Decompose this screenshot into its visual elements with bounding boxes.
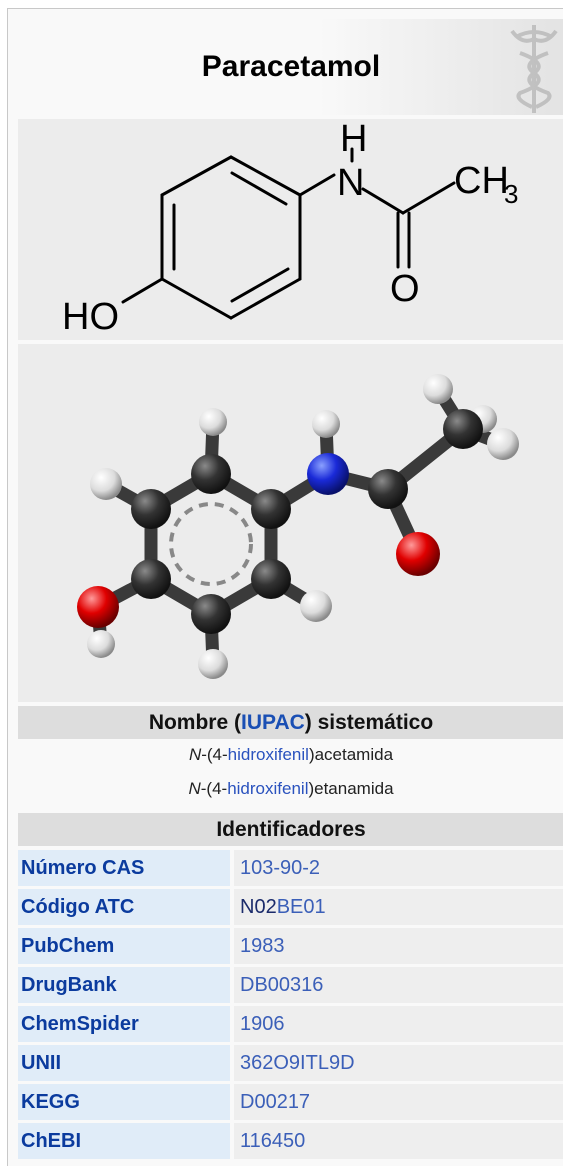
drug-name: Paracetamol (201, 50, 381, 83)
table-row: KEGG D00217 (18, 1084, 563, 1120)
n-atom-label: N (337, 162, 364, 204)
table-row: PubChem 1983 (18, 928, 563, 964)
hidroxifenil-link[interactable]: hidroxifenil (227, 779, 309, 798)
caduceus-icon (510, 25, 558, 113)
table-row: ChEBI 116450 (18, 1123, 563, 1159)
skeletal-formula: H N CH 3 O HO (62, 118, 518, 338)
name-italic-n: N (188, 779, 201, 798)
table-row: ChemSpider 1906 (18, 1006, 563, 1042)
iupac-name-header: Nombre ( IUPAC ) sistemático (18, 706, 563, 739)
h-atom-label: H (340, 119, 367, 160)
identifier-label[interactable]: ChEBI (18, 1123, 230, 1159)
ball-and-stick-model (77, 374, 519, 679)
identifier-label[interactable]: ChemSpider (18, 1006, 230, 1042)
kegg-link[interactable]: D00217 (240, 1090, 311, 1113)
identifier-value[interactable]: 116450 (234, 1123, 563, 1159)
identifier-value[interactable]: 362O9ITL9D (234, 1045, 563, 1081)
identifier-value[interactable]: 1983 (234, 928, 563, 964)
name-pre: -(4- (200, 779, 228, 798)
identifier-label[interactable]: KEGG (18, 1084, 230, 1120)
cas-number-link[interactable]: 103-90-2 (240, 856, 321, 879)
name-post: )etanamida (308, 779, 394, 798)
identifier-value[interactable]: D00217 (234, 1084, 563, 1120)
structure-2d-diagram[interactable]: H N CH 3 O HO (18, 118, 563, 340)
structure-3d-model[interactable] (18, 344, 563, 702)
identifier-value[interactable]: DB00316 (234, 967, 563, 1003)
table-row: Número CAS 103-90-2 (18, 850, 563, 886)
name-post: )acetamida (308, 745, 394, 764)
o-atom-label: O (390, 268, 420, 310)
drugbank-link[interactable]: DB00316 (240, 973, 324, 996)
iupac-link[interactable]: IUPAC (241, 710, 305, 734)
identifier-value[interactable]: 1906 (234, 1006, 563, 1042)
pubchem-link[interactable]: 1983 (240, 934, 285, 957)
identifier-label[interactable]: PubChem (18, 928, 230, 964)
hidroxifenil-link[interactable]: hidroxifenil (227, 745, 309, 764)
ho-group-label: HO (62, 296, 119, 338)
identifier-value[interactable]: 103-90-2 (234, 850, 563, 886)
identifier-label[interactable]: UNII (18, 1045, 230, 1081)
name-pre: -(4- (201, 745, 228, 764)
identifiers-header-label: Identificadores (216, 817, 366, 841)
table-row: UNII 362O9ITL9D (18, 1045, 563, 1081)
drug-infobox: Paracetamol (7, 8, 563, 1166)
iupac-header-suffix: ) sistemático (304, 710, 434, 734)
chemspider-link[interactable]: 1906 (240, 1012, 285, 1035)
unii-link[interactable]: 362O9ITL9D (240, 1051, 355, 1074)
iupac-name-1: N-(4-hidroxifenil)acetamida (18, 740, 563, 770)
atc-code-link[interactable]: BE01 (276, 895, 326, 918)
ch3-label: CH (454, 160, 509, 202)
iupac-name-2: N-(4-hidroxifenil)etanamida (18, 774, 563, 804)
identifier-label[interactable]: Código ATC (18, 889, 230, 925)
atc-group-link[interactable]: N02 (240, 895, 277, 918)
table-row: DrugBank DB00316 (18, 967, 563, 1003)
identifier-label[interactable]: DrugBank (18, 967, 230, 1003)
name-italic-n: N (188, 745, 202, 764)
chebi-link[interactable]: 116450 (240, 1129, 306, 1152)
identifiers-header: Identificadores (18, 813, 563, 846)
ch3-subscript: 3 (504, 179, 518, 209)
infobox-title: Paracetamol (18, 19, 563, 115)
identifier-label[interactable]: Número CAS (18, 850, 230, 886)
iupac-header-prefix: Nombre ( (148, 710, 241, 734)
